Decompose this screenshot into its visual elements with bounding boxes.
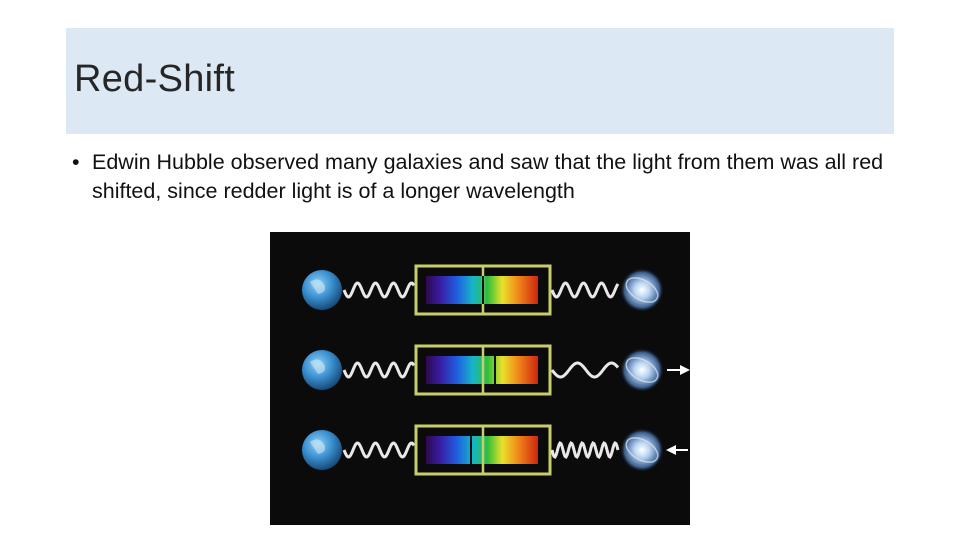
earth-cloud — [310, 279, 326, 294]
slide-title: Red-Shift — [74, 58, 236, 100]
light-wave-left — [342, 361, 416, 379]
redshift-diagram-svg — [302, 264, 690, 476]
arrow-right-icon — [680, 365, 690, 375]
bullet-list: • Edwin Hubble observed many galaxies an… — [72, 148, 892, 206]
light-wave-right — [550, 441, 620, 459]
galaxy-arm — [625, 437, 659, 463]
light-wave-left — [342, 281, 416, 299]
bullet-text: Edwin Hubble observed many galaxies and … — [92, 150, 884, 203]
light-wave-right — [550, 281, 620, 299]
galaxy-icon — [620, 268, 664, 312]
bullet-item: • Edwin Hubble observed many galaxies an… — [72, 148, 892, 206]
spectrum-row — [302, 264, 664, 316]
bullet-marker: • — [72, 150, 80, 174]
arrow-left-icon — [666, 445, 676, 455]
earth-cloud — [310, 359, 326, 374]
galaxy-icon — [620, 348, 664, 392]
galaxy-icon — [620, 428, 664, 472]
redshift-diagram — [270, 232, 690, 525]
light-wave-left — [342, 441, 416, 459]
spectrum-row — [302, 344, 690, 396]
spectrum-row — [302, 424, 688, 476]
light-wave-right — [550, 361, 620, 379]
galaxy-arm — [625, 277, 659, 303]
title-band: Red-Shift — [66, 28, 894, 134]
galaxy-arm — [625, 357, 659, 383]
earth-cloud — [310, 439, 326, 454]
